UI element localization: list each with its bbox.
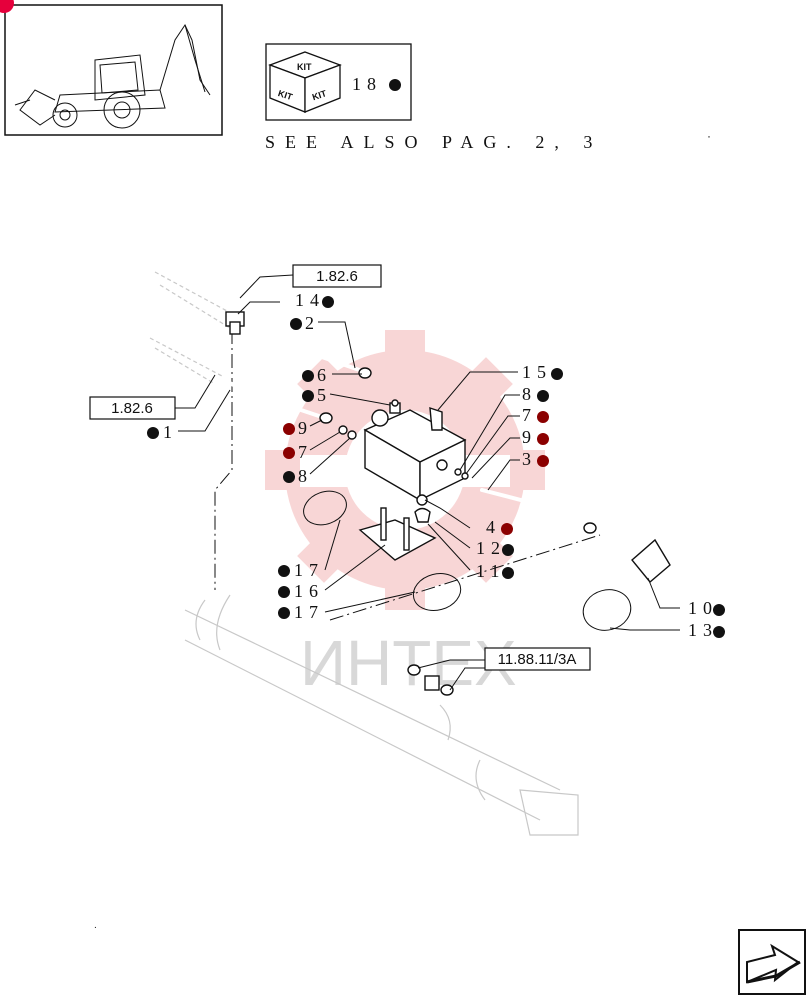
mounting-bracket bbox=[358, 507, 437, 561]
svg-text:11.88.11/3A: 11.88.11/3A bbox=[498, 651, 577, 668]
callout-9: 9 bbox=[298, 418, 307, 438]
axis-line bbox=[329, 534, 601, 621]
bullet-icon bbox=[502, 567, 514, 579]
hose-clamp bbox=[303, 490, 347, 526]
kit-label-left: KIT bbox=[277, 88, 294, 102]
callout-12: 12 bbox=[476, 538, 506, 558]
bullet-icon bbox=[713, 626, 725, 638]
callout-13: 13 bbox=[688, 620, 718, 640]
bullet-icon bbox=[283, 447, 295, 459]
callout-7: 7 bbox=[522, 405, 531, 425]
callout-3: 3 bbox=[522, 449, 531, 469]
tee-fitting bbox=[225, 311, 245, 335]
hose-clamp bbox=[412, 573, 462, 611]
bullet-icon bbox=[283, 423, 295, 435]
dot-mark: . bbox=[94, 920, 97, 931]
machine-thumbnail bbox=[0, 0, 223, 136]
bullet-icon bbox=[537, 433, 549, 445]
callout-16: 16 bbox=[294, 581, 324, 601]
next-page-button[interactable] bbox=[738, 929, 806, 995]
axis-line bbox=[214, 330, 233, 590]
bullet-icon bbox=[290, 318, 302, 330]
bullet-icon bbox=[302, 370, 314, 382]
callouts: 14 2 6 5 1 9 7 8 15 8 7 9 3 4 12 11 bbox=[147, 290, 725, 640]
kit-cube-icon: KIT KIT KIT bbox=[268, 51, 342, 113]
kit-callout: 18 bbox=[352, 74, 382, 94]
ref-box-left: 1.82.6 bbox=[89, 396, 176, 420]
callout-9: 9 bbox=[522, 427, 531, 447]
bullet-icon bbox=[322, 296, 334, 308]
callout-6: 6 bbox=[317, 365, 326, 385]
ref-box-top: 1.82.6 bbox=[292, 264, 382, 288]
bullet-icon bbox=[551, 368, 563, 380]
callout-11: 11 bbox=[476, 561, 505, 581]
bullet-icon bbox=[389, 79, 401, 91]
bullet-icon bbox=[713, 604, 725, 616]
bullet-icon bbox=[278, 565, 290, 577]
callout-7: 7 bbox=[298, 442, 307, 462]
valve-block bbox=[363, 402, 467, 502]
callout-15: 15 bbox=[522, 362, 552, 382]
callout-4: 4 bbox=[486, 517, 495, 537]
callout-17: 17 bbox=[294, 560, 324, 580]
bullet-icon bbox=[537, 455, 549, 467]
kit-label-top: KIT bbox=[297, 62, 312, 72]
pipe-upper bbox=[253, 328, 372, 379]
callout-1: 1 bbox=[163, 422, 172, 442]
bullet-icon bbox=[283, 471, 295, 483]
watermark-text: ИНТЕХ bbox=[300, 627, 517, 699]
bullet-icon bbox=[278, 586, 290, 598]
leader-line bbox=[175, 374, 216, 409]
pipe-right bbox=[480, 488, 597, 534]
bullet-icon bbox=[502, 544, 514, 556]
bullet-icon bbox=[302, 390, 314, 402]
leader-line bbox=[239, 274, 294, 299]
arrow-right-icon bbox=[746, 943, 801, 984]
protector-sleeve bbox=[631, 538, 671, 583]
callout-8: 8 bbox=[298, 466, 307, 486]
bullet-icon bbox=[147, 427, 159, 439]
bullet-icon bbox=[537, 390, 549, 402]
callout-14: 14 bbox=[295, 290, 325, 310]
small-fittings bbox=[338, 399, 469, 523]
hose-clamp bbox=[582, 589, 632, 631]
watermark-logo bbox=[265, 330, 545, 610]
nipple-fitting bbox=[407, 664, 454, 696]
callout-10: 10 bbox=[688, 598, 718, 618]
bullet-icon bbox=[537, 411, 549, 423]
callout-17: 17 bbox=[294, 602, 324, 622]
bullet-icon bbox=[501, 523, 513, 535]
kit-box: KIT KIT KIT 18 bbox=[265, 43, 412, 121]
bullet-icon bbox=[278, 607, 290, 619]
callout-5: 5 bbox=[317, 385, 326, 405]
see-also-text: SEE ALSO PAG. 2, 3 bbox=[265, 132, 602, 152]
ref-box-bottom: 11.88.11/3A bbox=[484, 647, 591, 671]
leader-lines bbox=[178, 301, 680, 691]
svg-text:1.82.6: 1.82.6 bbox=[111, 400, 153, 417]
ghost-parts bbox=[149, 271, 579, 836]
kit-label-right: KIT bbox=[311, 88, 328, 102]
svg-text:1.82.6: 1.82.6 bbox=[316, 268, 358, 285]
callout-8: 8 bbox=[522, 384, 531, 404]
pipe-lower-left bbox=[226, 380, 333, 424]
dot-mark: · bbox=[707, 129, 711, 143]
callout-2: 2 bbox=[305, 313, 314, 333]
corner-badge bbox=[0, 0, 14, 13]
